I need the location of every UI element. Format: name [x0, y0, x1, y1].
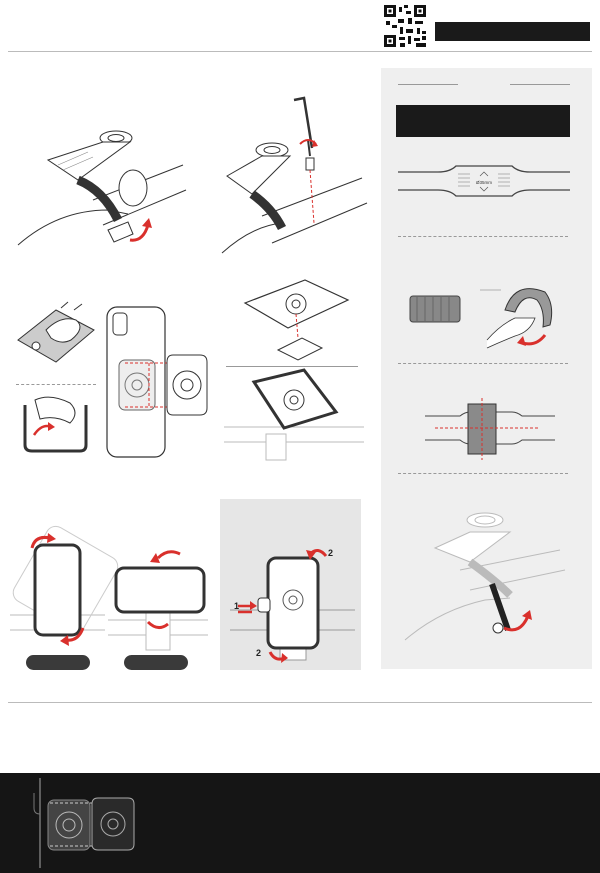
step5-pill-left — [26, 655, 90, 670]
step3-divider — [16, 384, 96, 385]
sidebar-line-right — [510, 84, 570, 85]
handlebar-diagram: Ø35mm — [398, 165, 570, 197]
qr-code-icon — [384, 5, 426, 47]
step4-mounted-illustration — [224, 368, 364, 461]
header-divider — [8, 51, 592, 52]
centering-diagram — [425, 398, 555, 460]
header-title — [435, 22, 590, 41]
step3-case-illustration — [106, 306, 208, 458]
step6-marker-2-bottom: 2 — [256, 648, 262, 658]
bottom-divider — [8, 702, 592, 703]
sidebar-divider-1 — [398, 236, 568, 237]
step6-illustration — [230, 549, 355, 663]
step3-peel-illustration — [23, 396, 88, 453]
step4-attach-illustration — [243, 279, 350, 361]
mount-on-bar-illustration — [404, 512, 566, 641]
step5-landscape-illustration — [108, 550, 208, 651]
step3-clean-illustration — [17, 301, 95, 363]
sidebar-divider-2 — [398, 363, 568, 364]
step4-divider — [226, 366, 358, 367]
step6-marker-2-top: 2 — [328, 548, 334, 558]
rubber-band-illustration — [409, 288, 553, 349]
sidebar-divider-3 — [398, 473, 568, 474]
step5-portrait-illustration — [10, 525, 119, 646]
step1-illustration — [17, 130, 187, 246]
footer-mount-icon — [33, 778, 135, 868]
sidebar-banner — [396, 105, 570, 137]
step6-marker-1: 1 — [234, 601, 240, 611]
sidebar-panel — [381, 68, 592, 669]
sidebar-line-left — [398, 84, 458, 85]
handlebar-size-label: Ø35mm — [476, 180, 492, 185]
step2-illustration — [221, 96, 368, 254]
step5-pill-right — [124, 655, 188, 670]
